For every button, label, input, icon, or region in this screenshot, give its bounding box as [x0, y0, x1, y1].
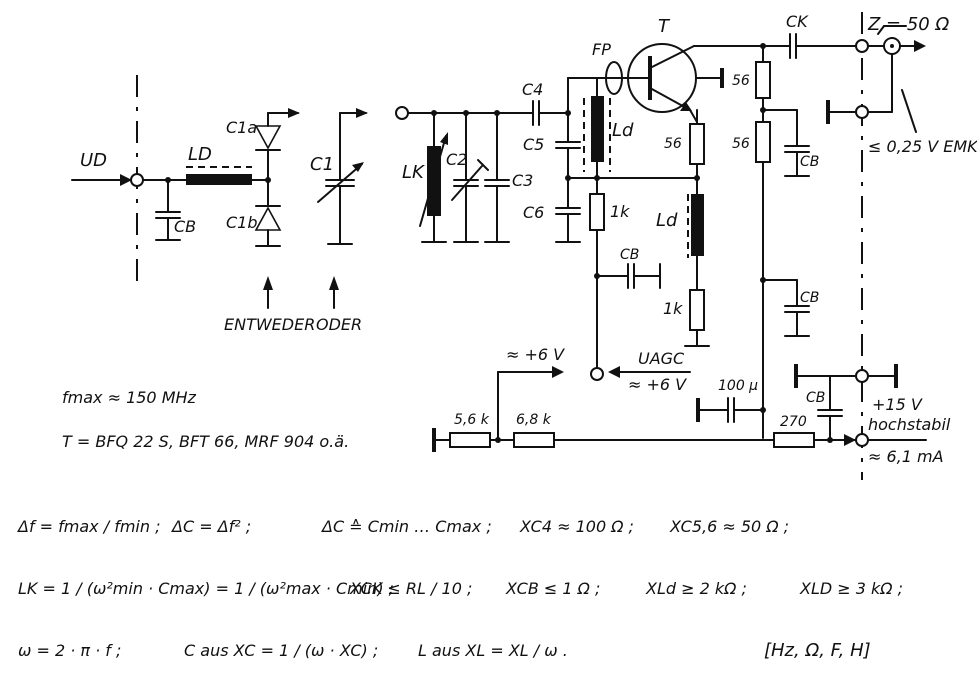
- formula-xld: XLd ≥ 2 kΩ ;: [645, 579, 747, 598]
- label-ld-base: Ld: [612, 120, 634, 141]
- label-c6: C6: [523, 203, 544, 222]
- formula-block: Δf = fmax / fmin ; ΔC = Δf² ; ΔC ≙ Cmin …: [16, 517, 903, 661]
- label-cb-upper: CB: [800, 154, 819, 170]
- formula-df: Δf = fmax / fmin ;: [16, 517, 161, 536]
- label-cb-base: CB: [620, 247, 639, 263]
- label-ld-emitter: Ld: [656, 210, 678, 231]
- label-emk: ≤ 0,25 V EMK: [868, 137, 977, 156]
- label-uagc: UAGC: [638, 349, 685, 368]
- formula-xck: XCK ≤ RL / 10 ;: [349, 579, 472, 598]
- power-section: ≈ +6 V UAGC ≈ +6 V 100 µ 5,6 k 6,8 k 270…: [432, 345, 951, 466]
- formula-omega: ω = 2 · π · f ;: [18, 641, 121, 660]
- formula-xc56: XC5,6 ≈ 50 Ω ;: [669, 517, 789, 536]
- label-plus6: ≈ +6 V: [506, 345, 565, 364]
- label-c100u: 100 µ: [718, 378, 758, 394]
- varactor-section: UD LD CB C1a C1b C1 ENTWEDER ODER: [71, 75, 368, 334]
- formula-xc4: XC4 ≈ 100 Ω ;: [519, 517, 634, 536]
- label-r56-emitter: 56: [664, 136, 682, 152]
- label-c5: C5: [523, 135, 544, 154]
- label-c1: C1: [310, 154, 334, 175]
- label-c1a: C1a: [226, 118, 257, 137]
- label-hochstabil: hochstabil: [868, 415, 951, 434]
- label-ud: UD: [80, 150, 107, 171]
- formula-xld2: XLD ≥ 3 kΩ ;: [799, 579, 903, 598]
- transistor-stage: FP T Ld 1k CB 56 Ld 1k: [567, 16, 791, 381]
- tank-circuit: LK C2 C3 C4 C5 C6: [395, 80, 611, 243]
- label-lk: LK: [402, 162, 425, 183]
- label-cb-left: CB: [174, 217, 196, 236]
- label-cb-supply: CB: [806, 390, 825, 406]
- formula-units: [Hz, Ω, F, H]: [764, 640, 871, 661]
- label-t: T: [658, 16, 671, 37]
- label-r270: 270: [780, 414, 807, 430]
- label-fp: FP: [592, 40, 611, 59]
- output-section: CK Z = 50 Ω ≤ 0,25 V EMK 56 56 CB CB: [732, 12, 977, 480]
- formula-dc: ΔC = Δf² ;: [170, 517, 251, 536]
- label-c4: C4: [522, 80, 543, 99]
- label-r56-supply: 56: [732, 136, 750, 152]
- formula-xcb: XCB ≤ 1 Ω ;: [505, 579, 600, 598]
- formula-caus: C aus XC = 1 / (ω · XC) ;: [184, 641, 378, 660]
- label-c3: C3: [512, 171, 533, 190]
- label-impedance: Z = 50 Ω: [867, 14, 949, 35]
- label-r1k-emitter: 1k: [663, 299, 683, 318]
- spec-fmax: fmax ≈ 150 MHz: [62, 388, 197, 407]
- label-current: ≈ 6,1 mA: [868, 447, 944, 466]
- label-r1k-base: 1k: [610, 202, 630, 221]
- formula-lk: LK = 1 / (ω²min · Cmax) = 1 / (ω²max · C…: [18, 579, 394, 598]
- label-c1b: C1b: [226, 213, 258, 232]
- label-c2: C2: [446, 150, 467, 169]
- label-r56k: 5,6 k: [454, 412, 490, 428]
- label-ld-left: LD: [188, 144, 212, 165]
- formula-laus: L aus XL = XL / ω .: [418, 641, 568, 660]
- label-uagc-value: ≈ +6 V: [628, 375, 687, 394]
- label-plus15: +15 V: [872, 395, 923, 414]
- label-r56-collector: 56: [732, 73, 750, 89]
- label-entweder: ENTWEDER: [224, 315, 315, 334]
- formula-dc2: ΔC ≙ Cmin … Cmax ;: [320, 517, 492, 536]
- label-cb-lower: CB: [800, 290, 819, 306]
- label-r68k: 6,8 k: [516, 412, 552, 428]
- label-oder: ODER: [316, 315, 362, 334]
- spec-transistors: T = BFQ 22 S, BFT 66, MRF 904 o.ä.: [62, 432, 349, 451]
- label-ck: CK: [786, 12, 809, 31]
